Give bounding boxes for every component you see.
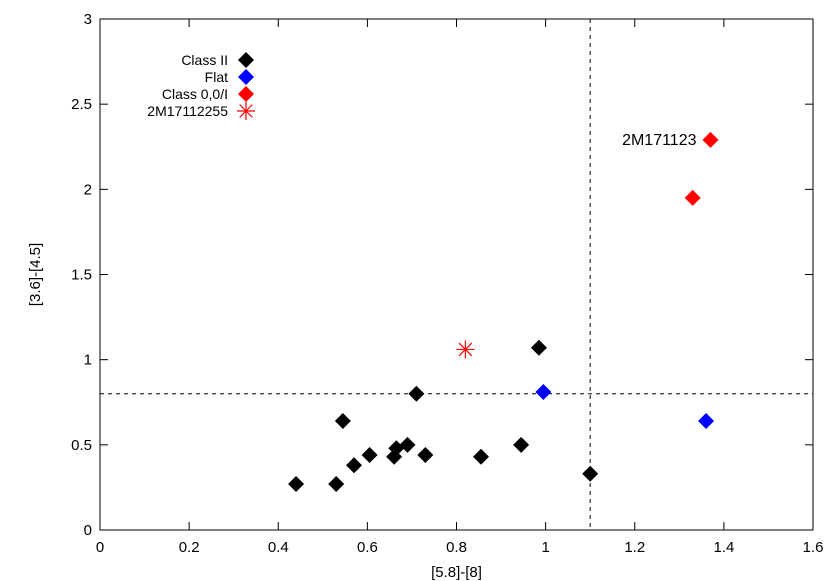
legend-marker-class-0-0-i bbox=[238, 86, 254, 102]
legend-label-flat: Flat bbox=[205, 69, 228, 85]
x-tick-label: 0.8 bbox=[446, 539, 467, 556]
point-class-0-0-i bbox=[702, 131, 719, 148]
y-tick-label: 2.5 bbox=[71, 96, 92, 113]
legend-marker-class-ii bbox=[238, 52, 254, 68]
y-tick-label: 1.5 bbox=[71, 267, 92, 284]
legend-marker-2m17112255 bbox=[237, 102, 255, 120]
x-tick-label: 0.4 bbox=[268, 539, 289, 556]
point-class-ii bbox=[417, 447, 434, 464]
point-class-ii bbox=[530, 339, 547, 356]
point-annotation: 2M171123 bbox=[622, 132, 697, 149]
x-tick-label: 1.4 bbox=[713, 539, 734, 556]
y-tick-label: 1 bbox=[84, 352, 92, 369]
point-flat bbox=[698, 412, 715, 429]
x-tick-label: 1 bbox=[541, 539, 549, 556]
y-tick-label: 3 bbox=[84, 11, 92, 28]
legend-label-2m17112255: 2M17112255 bbox=[147, 103, 228, 119]
x-axis-label: [5.8]-[8] bbox=[431, 564, 482, 581]
x-tick-label: 0 bbox=[96, 539, 104, 556]
y-axis-label: [3.6]-[4.5] bbox=[27, 243, 44, 306]
y-tick-label: 2 bbox=[84, 181, 92, 198]
y-tick-label: 0 bbox=[84, 522, 92, 539]
x-tick-label: 0.2 bbox=[179, 539, 200, 556]
point-class-ii bbox=[408, 385, 425, 402]
point-class-ii bbox=[513, 436, 530, 453]
point-class-ii bbox=[328, 476, 345, 493]
point-class-ii bbox=[334, 412, 351, 429]
point-class-ii bbox=[473, 448, 490, 465]
plot-layer: 0 0.2 0.4 0.6 0.8 1 1.2 1.4 1.6 0 0.5 1 1.5 2 2.5 3 [5.8… bbox=[27, 11, 823, 581]
point-class-ii bbox=[288, 476, 305, 493]
point-class-0-0-i bbox=[684, 189, 701, 206]
x-tick-label: 0.6 bbox=[357, 539, 378, 556]
legend-label-class-ii: Class II bbox=[181, 52, 228, 68]
legend-marker-2m17112255-stroke bbox=[239, 104, 253, 118]
point-class-ii bbox=[361, 447, 378, 464]
point-class-ii bbox=[582, 465, 599, 482]
x-tick-label: 1.6 bbox=[803, 539, 824, 556]
point-2m17112255 bbox=[456, 340, 475, 359]
y-tick-label: 0.5 bbox=[71, 437, 92, 454]
point-2m17112255-stroke bbox=[458, 342, 473, 357]
legend-label-class-0-0-i: Class 0,0/I bbox=[162, 86, 228, 102]
point-flat bbox=[535, 384, 552, 401]
legend-marker-flat bbox=[238, 69, 254, 85]
point-class-ii bbox=[399, 436, 416, 453]
x-tick-label: 1.2 bbox=[624, 539, 645, 556]
point-class-ii bbox=[346, 457, 363, 474]
